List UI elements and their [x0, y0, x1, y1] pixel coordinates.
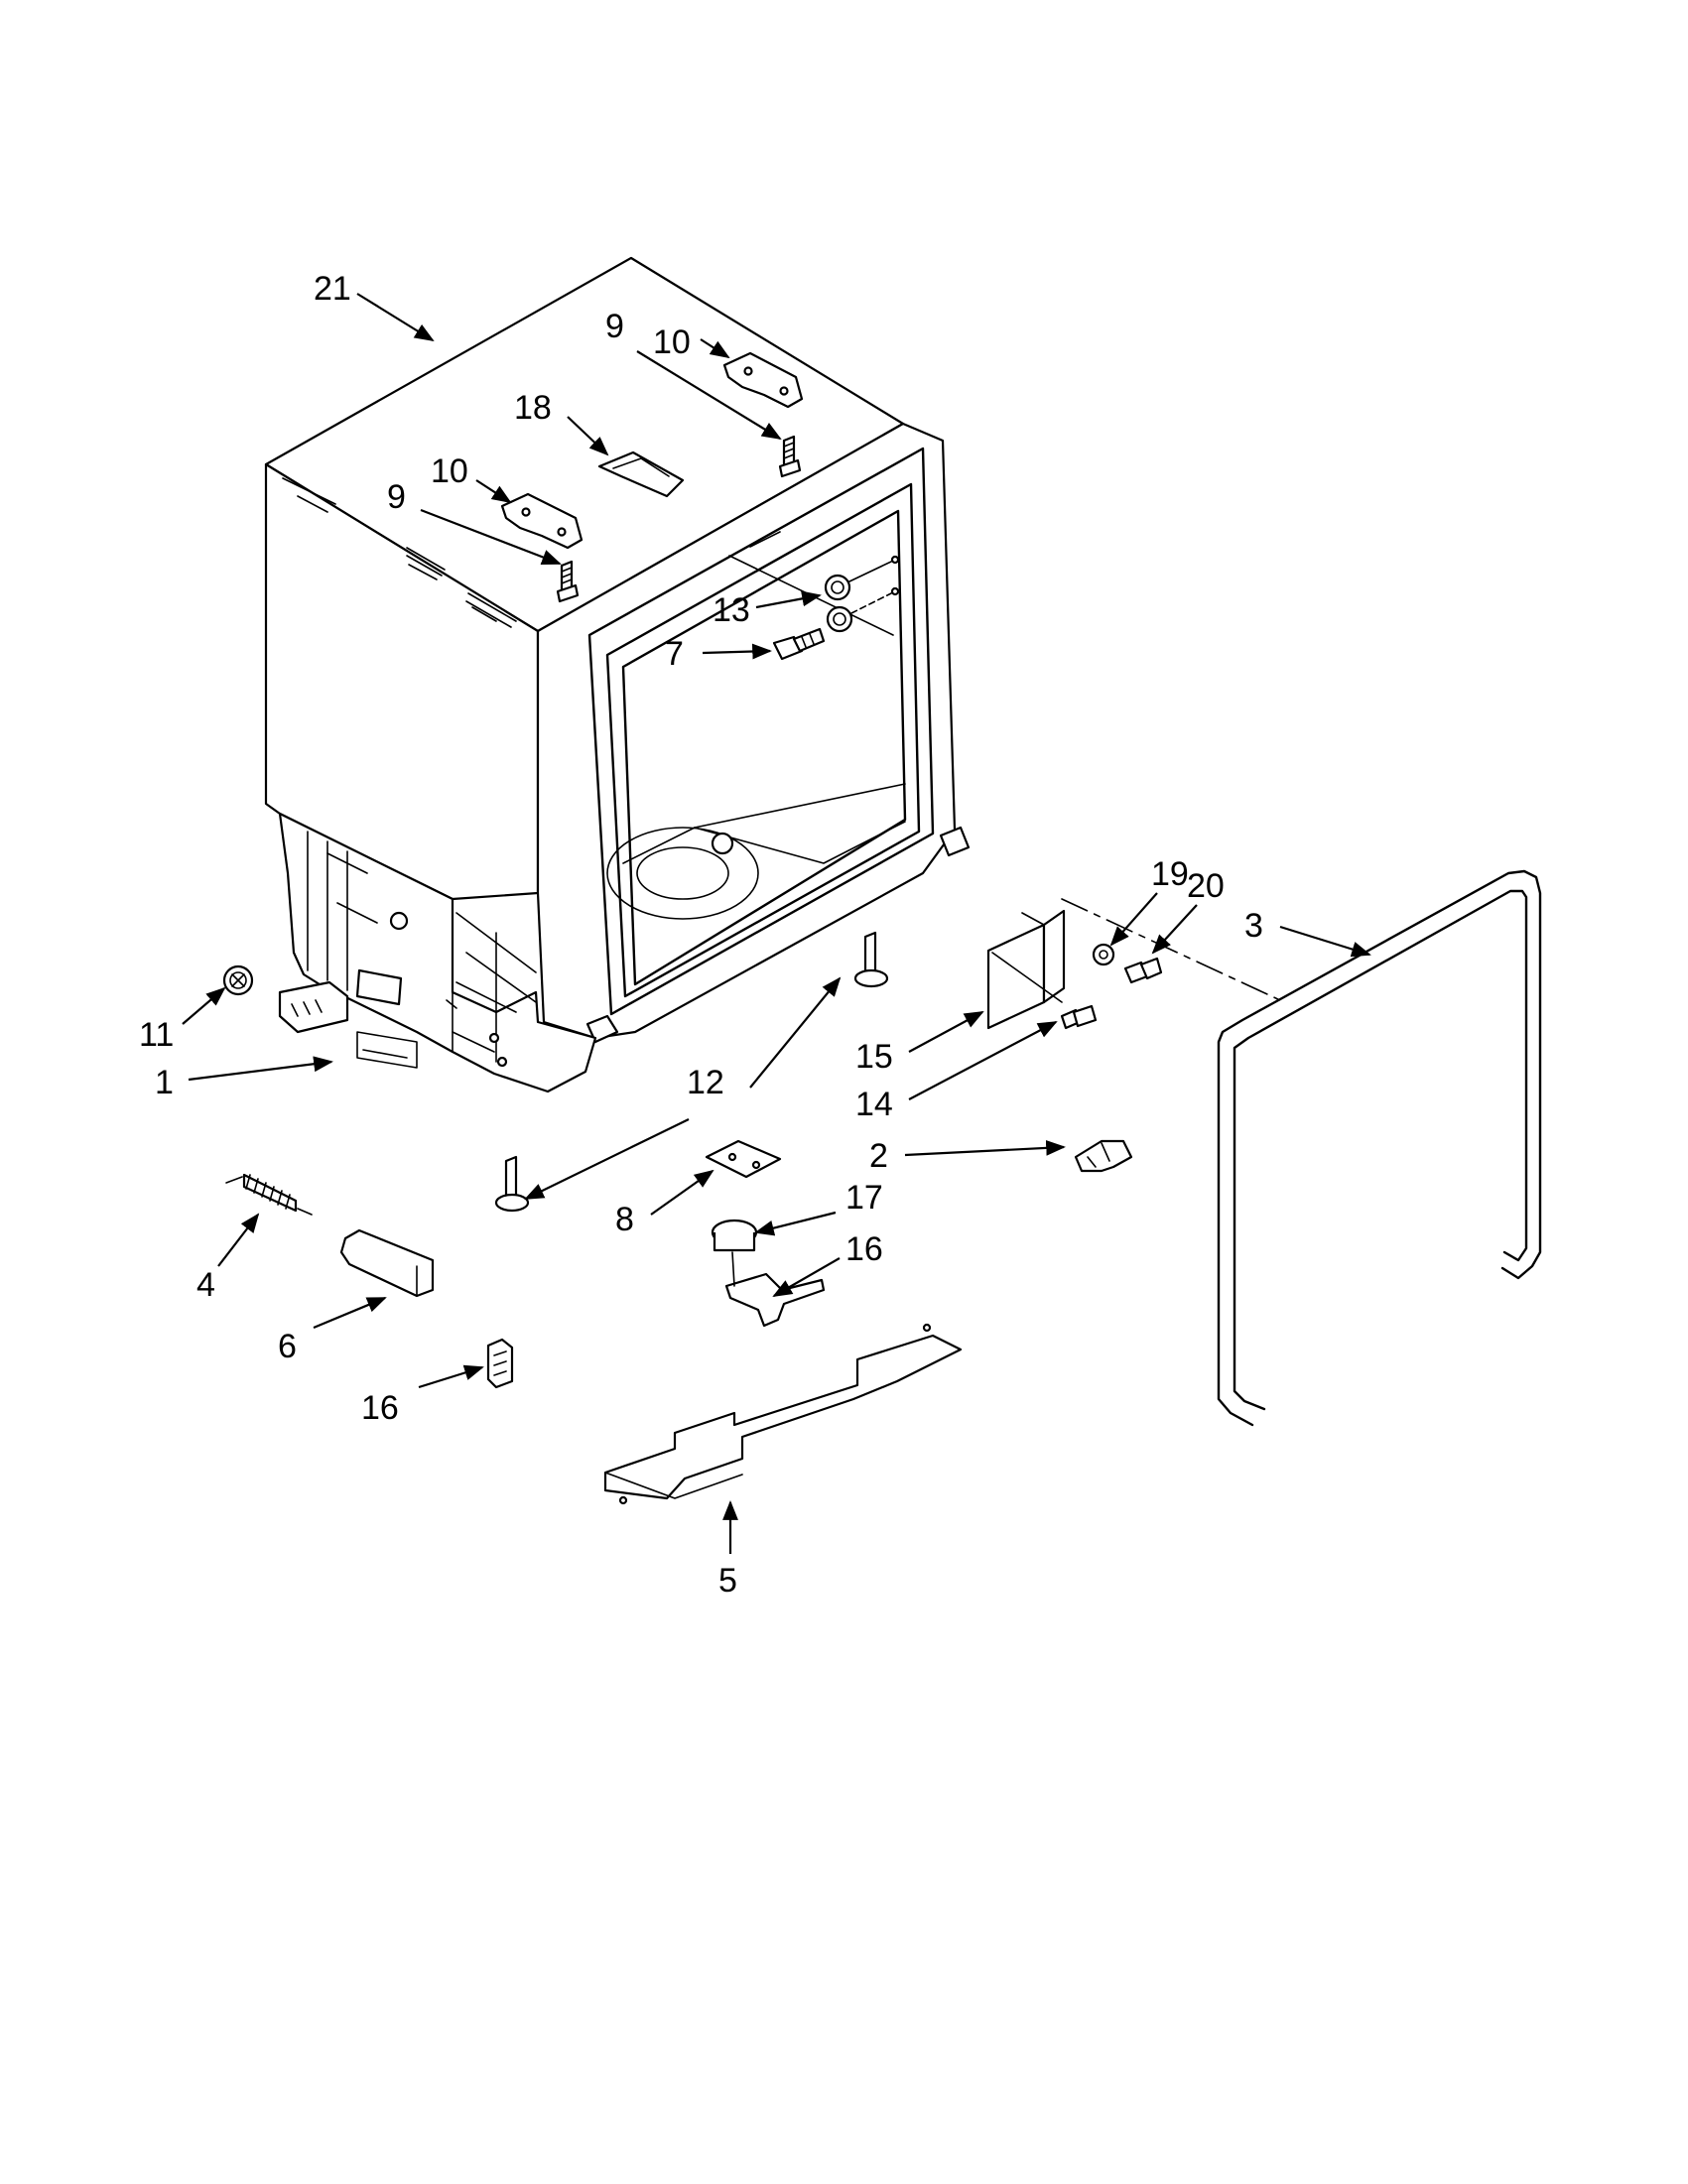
label-plate-20	[597, 450, 685, 498]
leveling-leg-12-upper	[853, 931, 889, 988]
clip-16	[486, 1338, 514, 1389]
washer-21	[1092, 943, 1115, 966]
callout-16: 16	[361, 1389, 399, 1427]
callout-19: 17	[845, 1179, 883, 1217]
door-strike-2	[1074, 1139, 1133, 1173]
door-gasket-3	[1217, 869, 1542, 1427]
callout-14: 14	[855, 1086, 893, 1123]
callout-4: 4	[196, 1266, 215, 1304]
screw-7	[772, 627, 826, 661]
callout-13: 13	[713, 591, 750, 629]
screw-14	[1060, 1004, 1098, 1030]
callout-11: 11	[139, 1016, 174, 1054]
switch-18	[724, 1251, 826, 1328]
callout-7: 7	[665, 635, 684, 673]
screw-9-right	[778, 435, 802, 478]
screw-22	[1123, 957, 1163, 984]
screw-9-left	[556, 560, 580, 603]
grommet-11	[222, 964, 254, 996]
shield-5	[603, 1323, 963, 1505]
leveling-leg-12-lower	[494, 1155, 530, 1213]
callout-10-left: 10	[431, 452, 468, 490]
callout-9-left: 9	[387, 478, 406, 516]
callout-2: 2	[869, 1137, 888, 1175]
spring-4	[225, 1173, 313, 1216]
callout-15: 15	[855, 1038, 893, 1076]
callout-6: 6	[278, 1328, 297, 1365]
callout-12: 12	[687, 1064, 724, 1101]
callout-8: 8	[615, 1201, 634, 1238]
bracket-15	[986, 909, 1066, 1030]
callout-5: 5	[718, 1562, 737, 1600]
callout-21: 19	[1151, 855, 1189, 893]
tub-assembly	[264, 256, 971, 1093]
callout-20: 18	[514, 389, 552, 427]
callout-labels: 21 10 9 18 10 9 13 7 19 20 3 11 1 15 14 …	[139, 270, 1263, 1600]
callout-10-right: 10	[653, 323, 691, 361]
pad-6	[339, 1228, 435, 1298]
callout-3: 3	[1244, 907, 1263, 945]
callout-18: 16	[845, 1230, 883, 1268]
callout-1: 1	[155, 1064, 174, 1101]
callout-9-right: 9	[605, 308, 624, 345]
callout-17: 21	[314, 270, 351, 308]
roller-13	[824, 555, 900, 633]
float-19	[711, 1219, 758, 1252]
plate-8	[705, 1139, 782, 1179]
leader-lines	[182, 293, 1371, 1554]
tub-base-frame	[278, 812, 597, 1093]
callout-22: 20	[1187, 867, 1225, 905]
